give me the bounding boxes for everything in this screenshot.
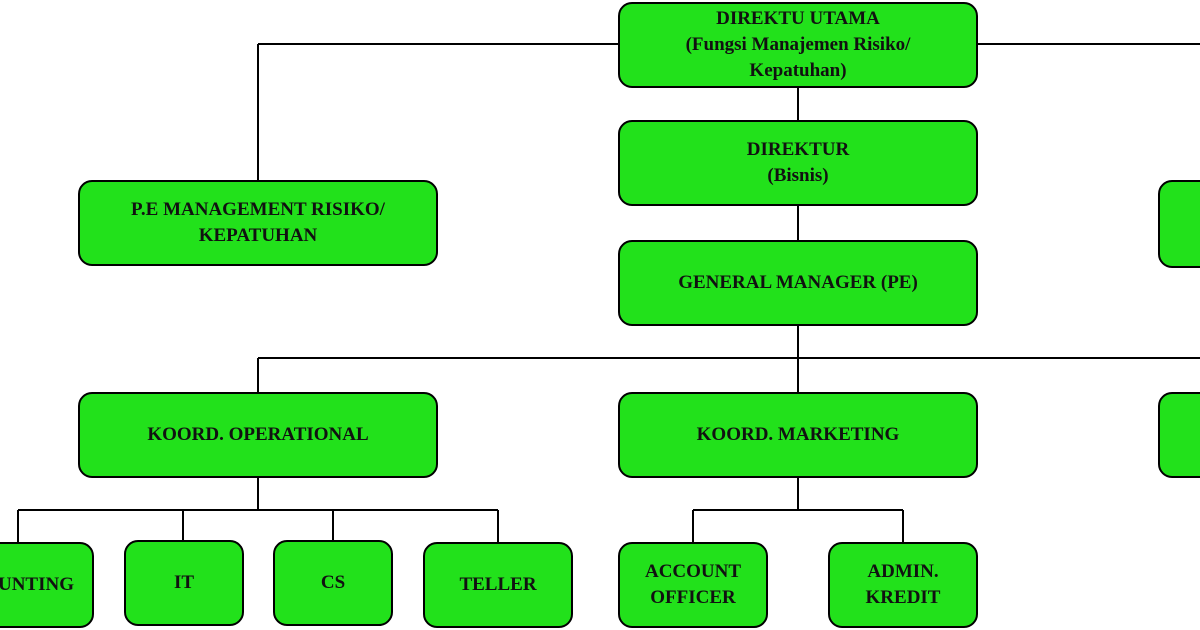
direktur-utama-title: DIREKTU UTAMA [716,8,880,29]
direktur-utama-box: DIREKTU UTAMA (Fungsi Manajemen Risiko/ … [618,2,978,88]
admin-kredit-box: ADMIN. KREDIT [828,542,978,628]
right-cutoff-box-lower [1158,392,1200,478]
teller-title: TELLER [459,574,537,595]
pe-risiko-box: P.E MANAGEMENT RISIKO/ KEPATUHAN [78,180,438,266]
account-officer-line1: ACCOUNT [644,561,742,582]
koord-marketing-box: KOORD. MARKETING [618,392,978,478]
cs-box: CS [273,540,393,626]
koord-operational-box: KOORD. OPERATIONAL [78,392,438,478]
pe-risiko-subtitle: KEPATUHAN [198,225,318,246]
it-title: IT [173,572,195,593]
general-manager-box: GENERAL MANAGER (PE) [618,240,978,326]
accounting-title: UNTING [0,574,74,595]
koord-operational-title: KOORD. OPERATIONAL [147,424,369,445]
accounting-box: UNTING [0,542,94,628]
koord-marketing-title: KOORD. MARKETING [696,424,900,445]
direktur-bisnis-title: DIREKTUR [746,139,850,160]
direktur-bisnis-subtitle: (Bisnis) [767,165,829,186]
direktur-utama-subtitle: (Fungsi Manajemen Risiko/ [685,34,911,55]
admin-kredit-line2: KREDIT [865,587,941,608]
it-box: IT [124,540,244,626]
direktur-utama-subtitle-2: Kepatuhan) [749,60,847,81]
account-officer-line2: OFFICER [650,587,736,608]
direktur-bisnis-box: DIREKTUR (Bisnis) [618,120,978,206]
general-manager-title: GENERAL MANAGER (PE) [678,272,918,293]
cs-title: CS [320,572,346,593]
right-cutoff-box-upper [1158,180,1200,268]
teller-box: TELLER [423,542,573,628]
admin-kredit-line1: ADMIN. [867,561,939,582]
account-officer-box: ACCOUNT OFFICER [618,542,768,628]
pe-risiko-title: P.E MANAGEMENT RISIKO/ [131,199,385,220]
